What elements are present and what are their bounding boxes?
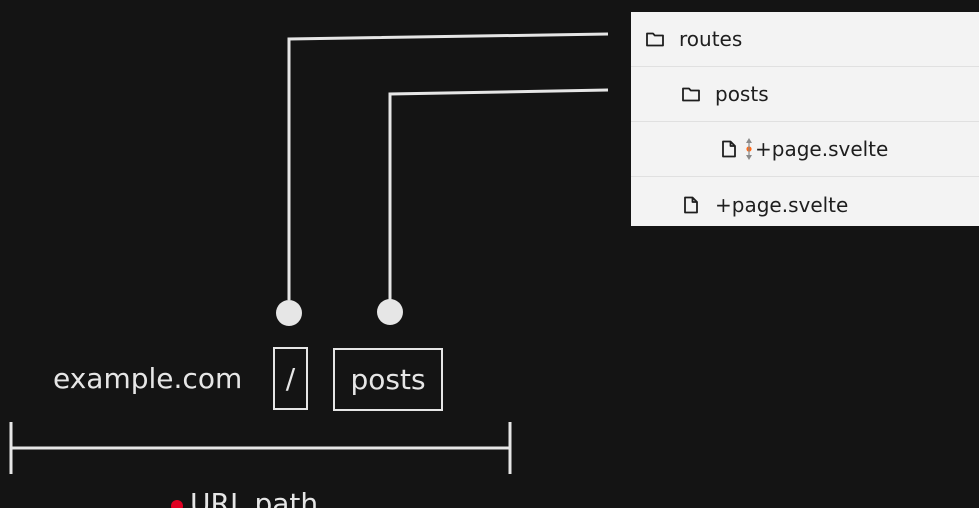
tree-row-label: +page.svelte (715, 192, 849, 217)
file-tree-panel: routes posts +page.svelte (631, 12, 979, 226)
folder-icon (645, 29, 665, 49)
tree-row-posts[interactable]: posts (631, 67, 979, 122)
connector-dot-routes (276, 300, 302, 326)
pointer-marker (171, 500, 183, 508)
tree-row-root-page[interactable]: +page.svelte (631, 177, 979, 232)
tree-row-label: posts (715, 82, 769, 106)
file-icon (719, 139, 739, 159)
url-root-segment: / (273, 347, 308, 410)
folder-icon (681, 84, 701, 104)
url-path-caption: URL path (190, 487, 319, 508)
url-domain: example.com (53, 362, 243, 395)
connector-posts (388, 88, 609, 300)
tree-row-routes[interactable]: routes (631, 12, 979, 67)
url-path-segment: posts (333, 348, 443, 411)
connector-dot-posts (377, 299, 403, 325)
tree-row-label: +page.svelte (755, 137, 889, 161)
tree-row-posts-page[interactable]: +page.svelte (631, 122, 979, 177)
file-icon (681, 195, 701, 215)
tree-row-label: routes (679, 27, 743, 51)
connector-routes (287, 32, 609, 300)
move-cursor-icon (741, 137, 757, 161)
